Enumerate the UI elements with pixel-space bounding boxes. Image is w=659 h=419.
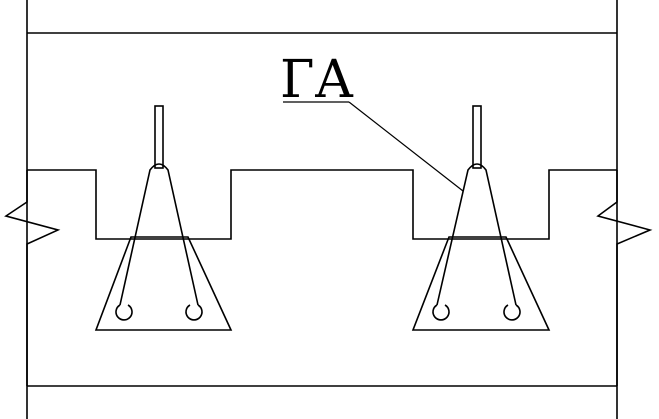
anchor-right-rod xyxy=(472,105,482,169)
anchor-right-trapezoid xyxy=(411,236,551,331)
anchor-right xyxy=(411,105,551,331)
callout-leader-line xyxy=(348,101,464,192)
anchor-left xyxy=(94,105,233,331)
anchor-right-loop xyxy=(436,163,517,306)
right-break-symbol xyxy=(596,170,653,386)
callout-label: ГА xyxy=(280,50,354,110)
anchor-left-loop xyxy=(119,163,199,306)
groove-profile-line xyxy=(27,169,617,240)
anchor-left-hook-left xyxy=(115,304,133,321)
anchor-left-rod xyxy=(154,105,164,169)
anchor-left-hook-right xyxy=(185,304,203,321)
anchor-right-hook-right xyxy=(503,304,521,321)
left-break-symbol xyxy=(4,170,61,386)
anchor-right-hook-left xyxy=(432,304,450,321)
anchor-left-trapezoid xyxy=(94,236,233,331)
